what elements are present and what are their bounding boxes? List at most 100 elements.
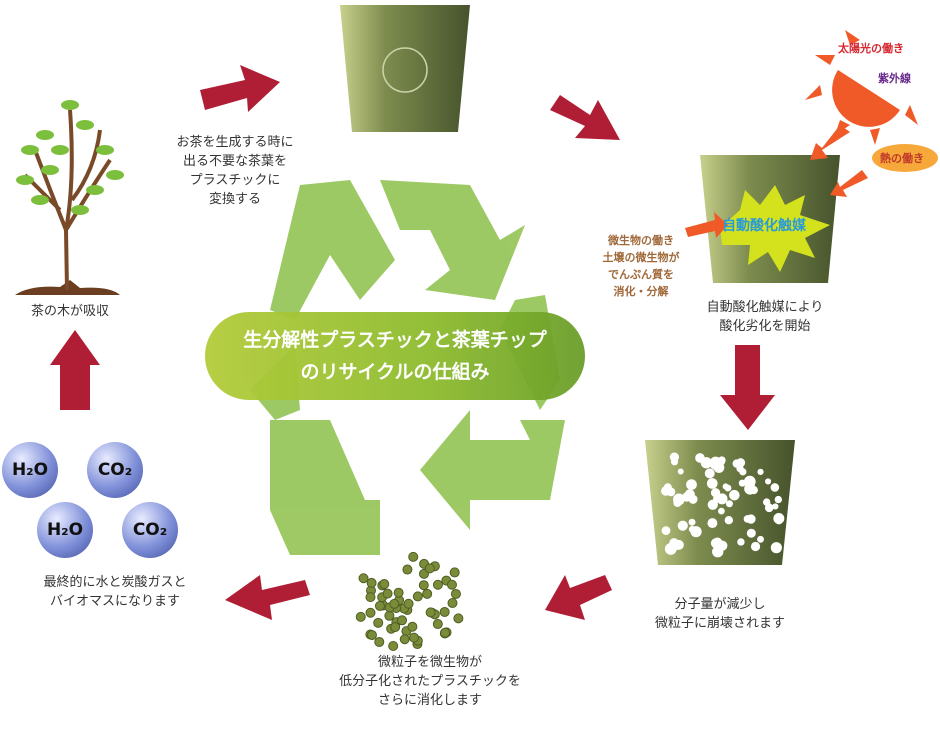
hole-dot	[725, 500, 733, 508]
particle-dot	[432, 579, 443, 590]
hole-dot	[686, 479, 697, 490]
particle-dot	[365, 592, 376, 603]
hole-dot	[757, 535, 764, 543]
hole-dot	[764, 478, 772, 485]
hole-dot	[707, 518, 718, 529]
particle-dot	[408, 551, 419, 562]
heat-badge	[872, 144, 938, 172]
particle-dot	[373, 617, 384, 628]
hole-dot	[673, 498, 682, 508]
convert-line: お茶を生成する時に	[176, 135, 294, 150]
h2o-molecule: H₂O	[2, 442, 58, 498]
convert-line: 出る不要な茶葉を	[182, 154, 287, 169]
particle-dot	[374, 600, 385, 611]
breakdown-label: 分子量が減少し 微粒子に崩壊されます	[640, 595, 800, 633]
oxidation-line: 酸化劣化を開始	[719, 319, 811, 334]
particle-dot	[446, 579, 457, 590]
particle-dot	[453, 613, 464, 624]
hole-dot	[709, 456, 722, 469]
digest-line: 低分子化されたプラスチックを	[339, 674, 521, 689]
hole-dot	[666, 487, 676, 497]
particle-dot	[422, 588, 433, 599]
particle-dot	[365, 607, 376, 618]
hole-dot	[670, 458, 679, 466]
particle-dot	[425, 607, 436, 618]
particle-dot	[402, 564, 413, 575]
hole-dot	[677, 520, 688, 531]
hole-dot	[772, 503, 779, 510]
microbes-line: 消化・分解	[613, 285, 669, 298]
co2-molecule: CO₂	[122, 502, 178, 558]
breakdown-line: 分子量が減少し	[674, 597, 766, 612]
hole-dot	[707, 499, 718, 510]
particle-dot	[447, 598, 458, 609]
breakdown-line: 微粒子に崩壊されます	[654, 616, 785, 631]
particle-dot	[390, 622, 401, 633]
tea-cup-top	[340, 5, 470, 132]
particle-dot	[439, 606, 450, 617]
catalyst-label: 自動酸化触媒	[722, 218, 806, 234]
title-line-2: のリサイクルの仕組み	[300, 361, 490, 383]
final-label: 最終的に水と炭酸ガスと バイオマスになります	[30, 573, 200, 611]
hole-dot	[764, 503, 774, 513]
title-banner: 生分解性プラスチックと茶葉チップ のリサイクルの仕組み	[205, 312, 585, 400]
particle-dot	[403, 598, 414, 609]
particle-dot	[424, 563, 435, 574]
catalyst-burst-icon	[720, 185, 830, 272]
hole-dot	[750, 541, 761, 552]
hole-dot	[757, 468, 764, 475]
digest-label: 微粒子を微生物が 低分子化されたプラスチックを さらに消化します	[335, 653, 525, 710]
particle-dot	[355, 611, 366, 622]
hole-dot	[718, 507, 725, 515]
microbes-line: 土壌の微生物が	[602, 251, 680, 264]
particle-dot	[382, 588, 393, 599]
sun-icon	[805, 30, 918, 145]
hole-dot	[770, 542, 782, 554]
hole-dot	[744, 482, 756, 495]
final-line: 最終的に水と炭酸ガスと	[43, 575, 187, 590]
final-line: バイオマスになります	[49, 594, 180, 609]
hole-dot	[690, 526, 702, 538]
microbes-line: 微生物の働き	[608, 234, 674, 247]
hole-dot	[712, 546, 724, 558]
tea-tree-icon	[15, 100, 124, 295]
oxidation-line: 自動酸化触媒により	[706, 300, 824, 315]
oxidation-label: 自動酸化触媒により 酸化劣化を開始	[690, 298, 840, 336]
convert-line: 変換する	[208, 192, 261, 207]
particle-dot	[412, 591, 423, 602]
tea-tree-label: 茶の木が吸収	[30, 304, 109, 319]
particle-dot	[440, 627, 451, 638]
uv-label: 紫外線	[878, 72, 911, 85]
particle-dot	[449, 567, 460, 578]
convert-line: プラスチックに	[189, 173, 281, 188]
sun-label: 太陽光の働き	[838, 42, 904, 55]
particle-dot	[408, 632, 419, 643]
particle-dot	[366, 630, 377, 641]
microbes-line: でんぷん質を	[608, 268, 674, 281]
hole-dot	[706, 478, 718, 489]
particle-dot	[450, 588, 461, 599]
particle-dot	[418, 580, 429, 591]
particle-dot	[374, 636, 385, 647]
particle-dot	[393, 587, 404, 598]
hole-dot	[770, 483, 780, 492]
particle-dot	[407, 621, 418, 632]
co2-molecule: CO₂	[87, 442, 143, 498]
hole-dot	[775, 517, 783, 525]
particle-dot	[432, 619, 443, 630]
hole-dot	[661, 526, 671, 535]
hole-dot	[746, 528, 756, 538]
hole-dot	[677, 468, 684, 475]
hole-dot	[684, 489, 695, 500]
digest-line: 微粒子を微生物が	[377, 655, 482, 670]
hole-dot	[695, 453, 705, 463]
hole-dot	[710, 488, 721, 498]
heat-label: 熱の働き	[880, 152, 924, 165]
recycle-symbol-icon	[250, 180, 565, 555]
hole-dot	[704, 468, 715, 479]
particle-dot	[397, 615, 408, 626]
title-line-1: 生分解性プラスチックと茶葉チップ	[243, 329, 547, 351]
microbes-label: 微生物の働き 土壌の微生物が でんぷん質を 消化・分解	[596, 232, 686, 300]
